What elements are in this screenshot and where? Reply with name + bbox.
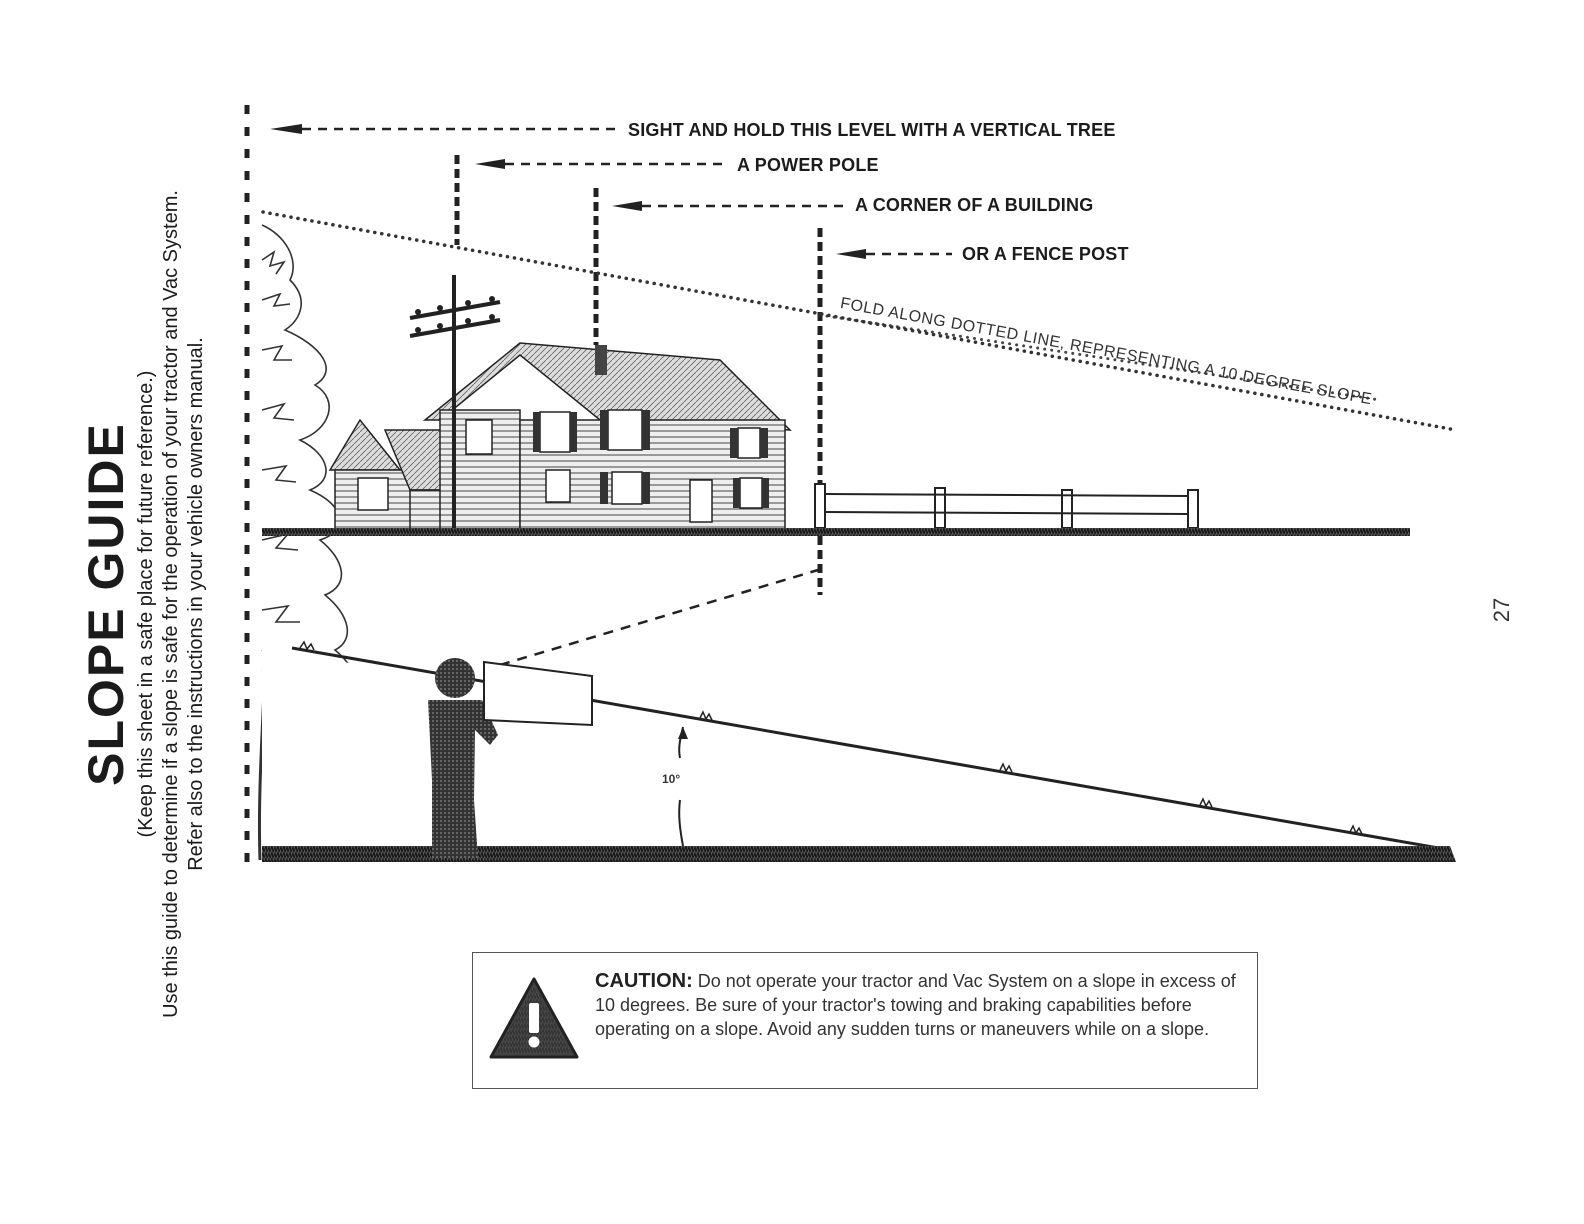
fold-line-2 xyxy=(818,313,1382,402)
tree-arrow xyxy=(270,124,620,134)
fence-drawing xyxy=(814,483,1199,529)
caution-heading: CAUTION: xyxy=(595,970,693,992)
pole-arrow xyxy=(475,159,728,169)
page-number: 27 xyxy=(1489,597,1515,623)
label-building: A CORNER OF A BUILDING xyxy=(855,195,1094,215)
caution-box: CAUTION: Do not operate your tractor and… xyxy=(472,952,1258,1089)
angle-label: 10° xyxy=(662,772,681,786)
angle-marker xyxy=(678,726,688,847)
fence-arrow xyxy=(836,249,952,259)
label-pole: A POWER POLE xyxy=(737,155,879,175)
distant-ground xyxy=(262,528,1410,536)
label-fence: OR A FENCE POST xyxy=(962,244,1129,264)
base-ground xyxy=(262,846,1456,862)
label-tree: SIGHT AND HOLD THIS LEVEL WITH A VERTICA… xyxy=(628,120,1116,140)
house-drawing xyxy=(328,342,792,531)
fold-line xyxy=(261,210,1458,432)
caution-text: CAUTION: Do not operate your tractor and… xyxy=(595,969,1245,1041)
sight-line xyxy=(499,568,819,667)
building-arrow xyxy=(612,201,848,211)
person-silhouette xyxy=(428,658,593,858)
warning-triangle-icon xyxy=(489,977,579,1059)
power-pole-drawing xyxy=(409,275,501,530)
caution-body: Do not operate your tractor and Vac Syst… xyxy=(595,971,1236,1039)
